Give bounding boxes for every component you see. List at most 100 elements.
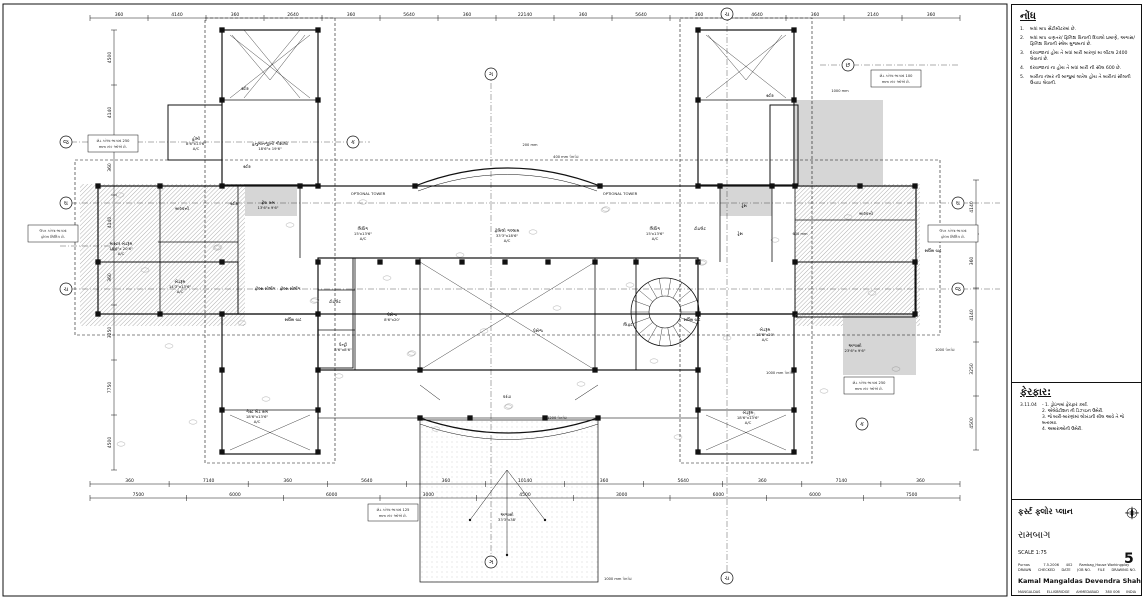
stair-tread bbox=[647, 325, 658, 342]
revision-text: 3. જે બારી-બારણાંમાં લોખંડની ગ્રીલ આવે ત… bbox=[1042, 415, 1124, 426]
column bbox=[219, 97, 225, 103]
stair-tread bbox=[677, 289, 692, 302]
room-ac: A/C bbox=[762, 337, 769, 342]
title-block-value: Rambag_House Workingplay bbox=[1079, 563, 1130, 567]
sunk-area-toilet-east bbox=[720, 184, 772, 216]
note-item: 4.દરવાજાનાં ના હોય તે બધાં બારી ની સીલ 6… bbox=[1020, 66, 1138, 72]
room-size: 13'6"x 9'6" bbox=[257, 205, 278, 210]
room-size: 8'6"x20' bbox=[384, 317, 400, 322]
dim-label: 360 bbox=[579, 12, 588, 18]
drawing-note: ફોલ્સ સીલીંગ bbox=[280, 286, 301, 291]
dim-label: 360 bbox=[916, 478, 925, 484]
column bbox=[157, 183, 163, 189]
opening-tag bbox=[115, 192, 125, 198]
address-part: MANGALDAS bbox=[1018, 590, 1041, 594]
room-ac: A/C bbox=[745, 420, 752, 425]
grid-bubble bbox=[346, 135, 360, 149]
opening-tag bbox=[431, 426, 441, 432]
room-size: 23'6"x 9'6" bbox=[844, 348, 865, 353]
grid-bubble bbox=[59, 135, 73, 149]
grid-bubble bbox=[59, 282, 73, 296]
grid-bubble bbox=[951, 282, 965, 296]
column bbox=[297, 183, 303, 189]
room-name: લિવિંગ bbox=[650, 226, 661, 231]
level-note: 1200 પેરાપેટ bbox=[547, 415, 567, 420]
notes-panel: નોંધ 1.બધાં માપ સેંટીમીટરમાં છે.2.બધાં મ… bbox=[1011, 4, 1142, 596]
west-wing-north bbox=[221, 29, 319, 186]
dim-label: 5640 bbox=[403, 12, 415, 18]
opening-tag bbox=[673, 434, 683, 440]
room-ac: A/C bbox=[118, 251, 125, 256]
room-size: 33'3"x18'6" bbox=[496, 233, 519, 238]
grid-bubble-label: ઞ bbox=[488, 559, 493, 566]
opening-tag bbox=[528, 229, 538, 235]
opening-tag bbox=[867, 290, 877, 296]
grid-bubble-label: ચ bbox=[725, 11, 730, 18]
dim-label: 5640 bbox=[361, 478, 373, 484]
title-block-value: 7.5.2006 bbox=[1043, 563, 1059, 567]
level-note: 1000 mm પેરાપેટ bbox=[604, 576, 632, 581]
stair-tread bbox=[647, 282, 658, 299]
column bbox=[791, 97, 797, 103]
room-name: અગાસી bbox=[848, 343, 862, 348]
note-item: 1.બધાં માપ સેંટીમીટરમાં છે. bbox=[1020, 27, 1138, 33]
room-name: સ્ટોર bbox=[230, 201, 239, 206]
opening-tag bbox=[455, 252, 465, 258]
note-text: બધાં માપ સેંટીમીટરમાં છે. bbox=[1030, 27, 1076, 32]
dim-label: 10140 bbox=[518, 478, 532, 484]
dim-label: 6000 bbox=[229, 492, 241, 498]
dim-label: 4500 bbox=[969, 417, 975, 429]
level-note: 1000 પેરાપેટ bbox=[935, 347, 955, 352]
opening-tag bbox=[625, 282, 635, 288]
room-size: 14'3"x13'6" bbox=[169, 284, 192, 289]
opening-tag bbox=[285, 222, 295, 228]
dim-label: 3000 bbox=[616, 492, 628, 498]
dim-label: 360 bbox=[811, 12, 820, 18]
grid-bubble bbox=[484, 67, 498, 81]
dim-label: 360 bbox=[115, 12, 124, 18]
level-note: 1000 mm પેરાપેટ bbox=[766, 370, 794, 375]
opening-tag bbox=[407, 350, 417, 356]
callout-box bbox=[870, 69, 922, 88]
callout-text-cont: ફોલ્સ સિલિંગ છે. bbox=[941, 234, 965, 239]
callout-box bbox=[843, 376, 895, 395]
curved-verandah-south bbox=[419, 417, 599, 434]
room-size: 18'6"x13'6" bbox=[737, 415, 760, 420]
void-cross bbox=[229, 414, 311, 451]
dim-label: 3000 bbox=[423, 492, 435, 498]
title-block-value: Purnas bbox=[1018, 563, 1030, 567]
room-name: સ્ટોર bbox=[243, 164, 252, 169]
column bbox=[219, 449, 225, 455]
column bbox=[791, 27, 797, 33]
arrow-head-icon bbox=[543, 518, 547, 522]
revision-text: 2. એલેવેટીશન ની ડિઝાઇન ઉમેરી. bbox=[1042, 409, 1104, 414]
sunk-area-west bbox=[80, 184, 245, 326]
opening-tag bbox=[212, 245, 222, 251]
column bbox=[502, 259, 508, 265]
grid-bubble-label: ચ bbox=[64, 286, 69, 293]
grid-bubble-label: ઘ bbox=[64, 200, 68, 207]
callout-text-cont: mm સંક ઓએ છે. bbox=[882, 79, 910, 84]
opening-tag bbox=[309, 298, 319, 304]
curved-verandah-inner bbox=[419, 423, 599, 440]
dim-label: 360 bbox=[695, 12, 704, 18]
west-room-north bbox=[167, 104, 223, 161]
revision-item: 4. અમારાઓની ઉમેરી. bbox=[1020, 427, 1138, 433]
callout-box bbox=[27, 224, 79, 243]
opening-tag bbox=[698, 259, 708, 265]
sheet-number: 5 bbox=[1124, 551, 1134, 567]
dim-label: 360 bbox=[969, 257, 975, 266]
revision-date bbox=[1020, 415, 1042, 427]
stair-tread bbox=[667, 278, 672, 297]
note-text: દરવાજાનાં ના હોય તે બધાં બારી ની સીલ 600… bbox=[1030, 66, 1122, 71]
grid-bubble-label: ઘ bbox=[956, 200, 960, 207]
address-part: AHMEDABAD bbox=[1076, 590, 1099, 594]
column bbox=[415, 259, 421, 265]
slope-arrow bbox=[419, 384, 441, 401]
column bbox=[157, 311, 163, 317]
opening-tag bbox=[770, 237, 780, 243]
terrace-south bbox=[419, 419, 599, 583]
roof-ridge bbox=[745, 34, 783, 81]
room-size: 15'x13'6" bbox=[354, 231, 372, 236]
